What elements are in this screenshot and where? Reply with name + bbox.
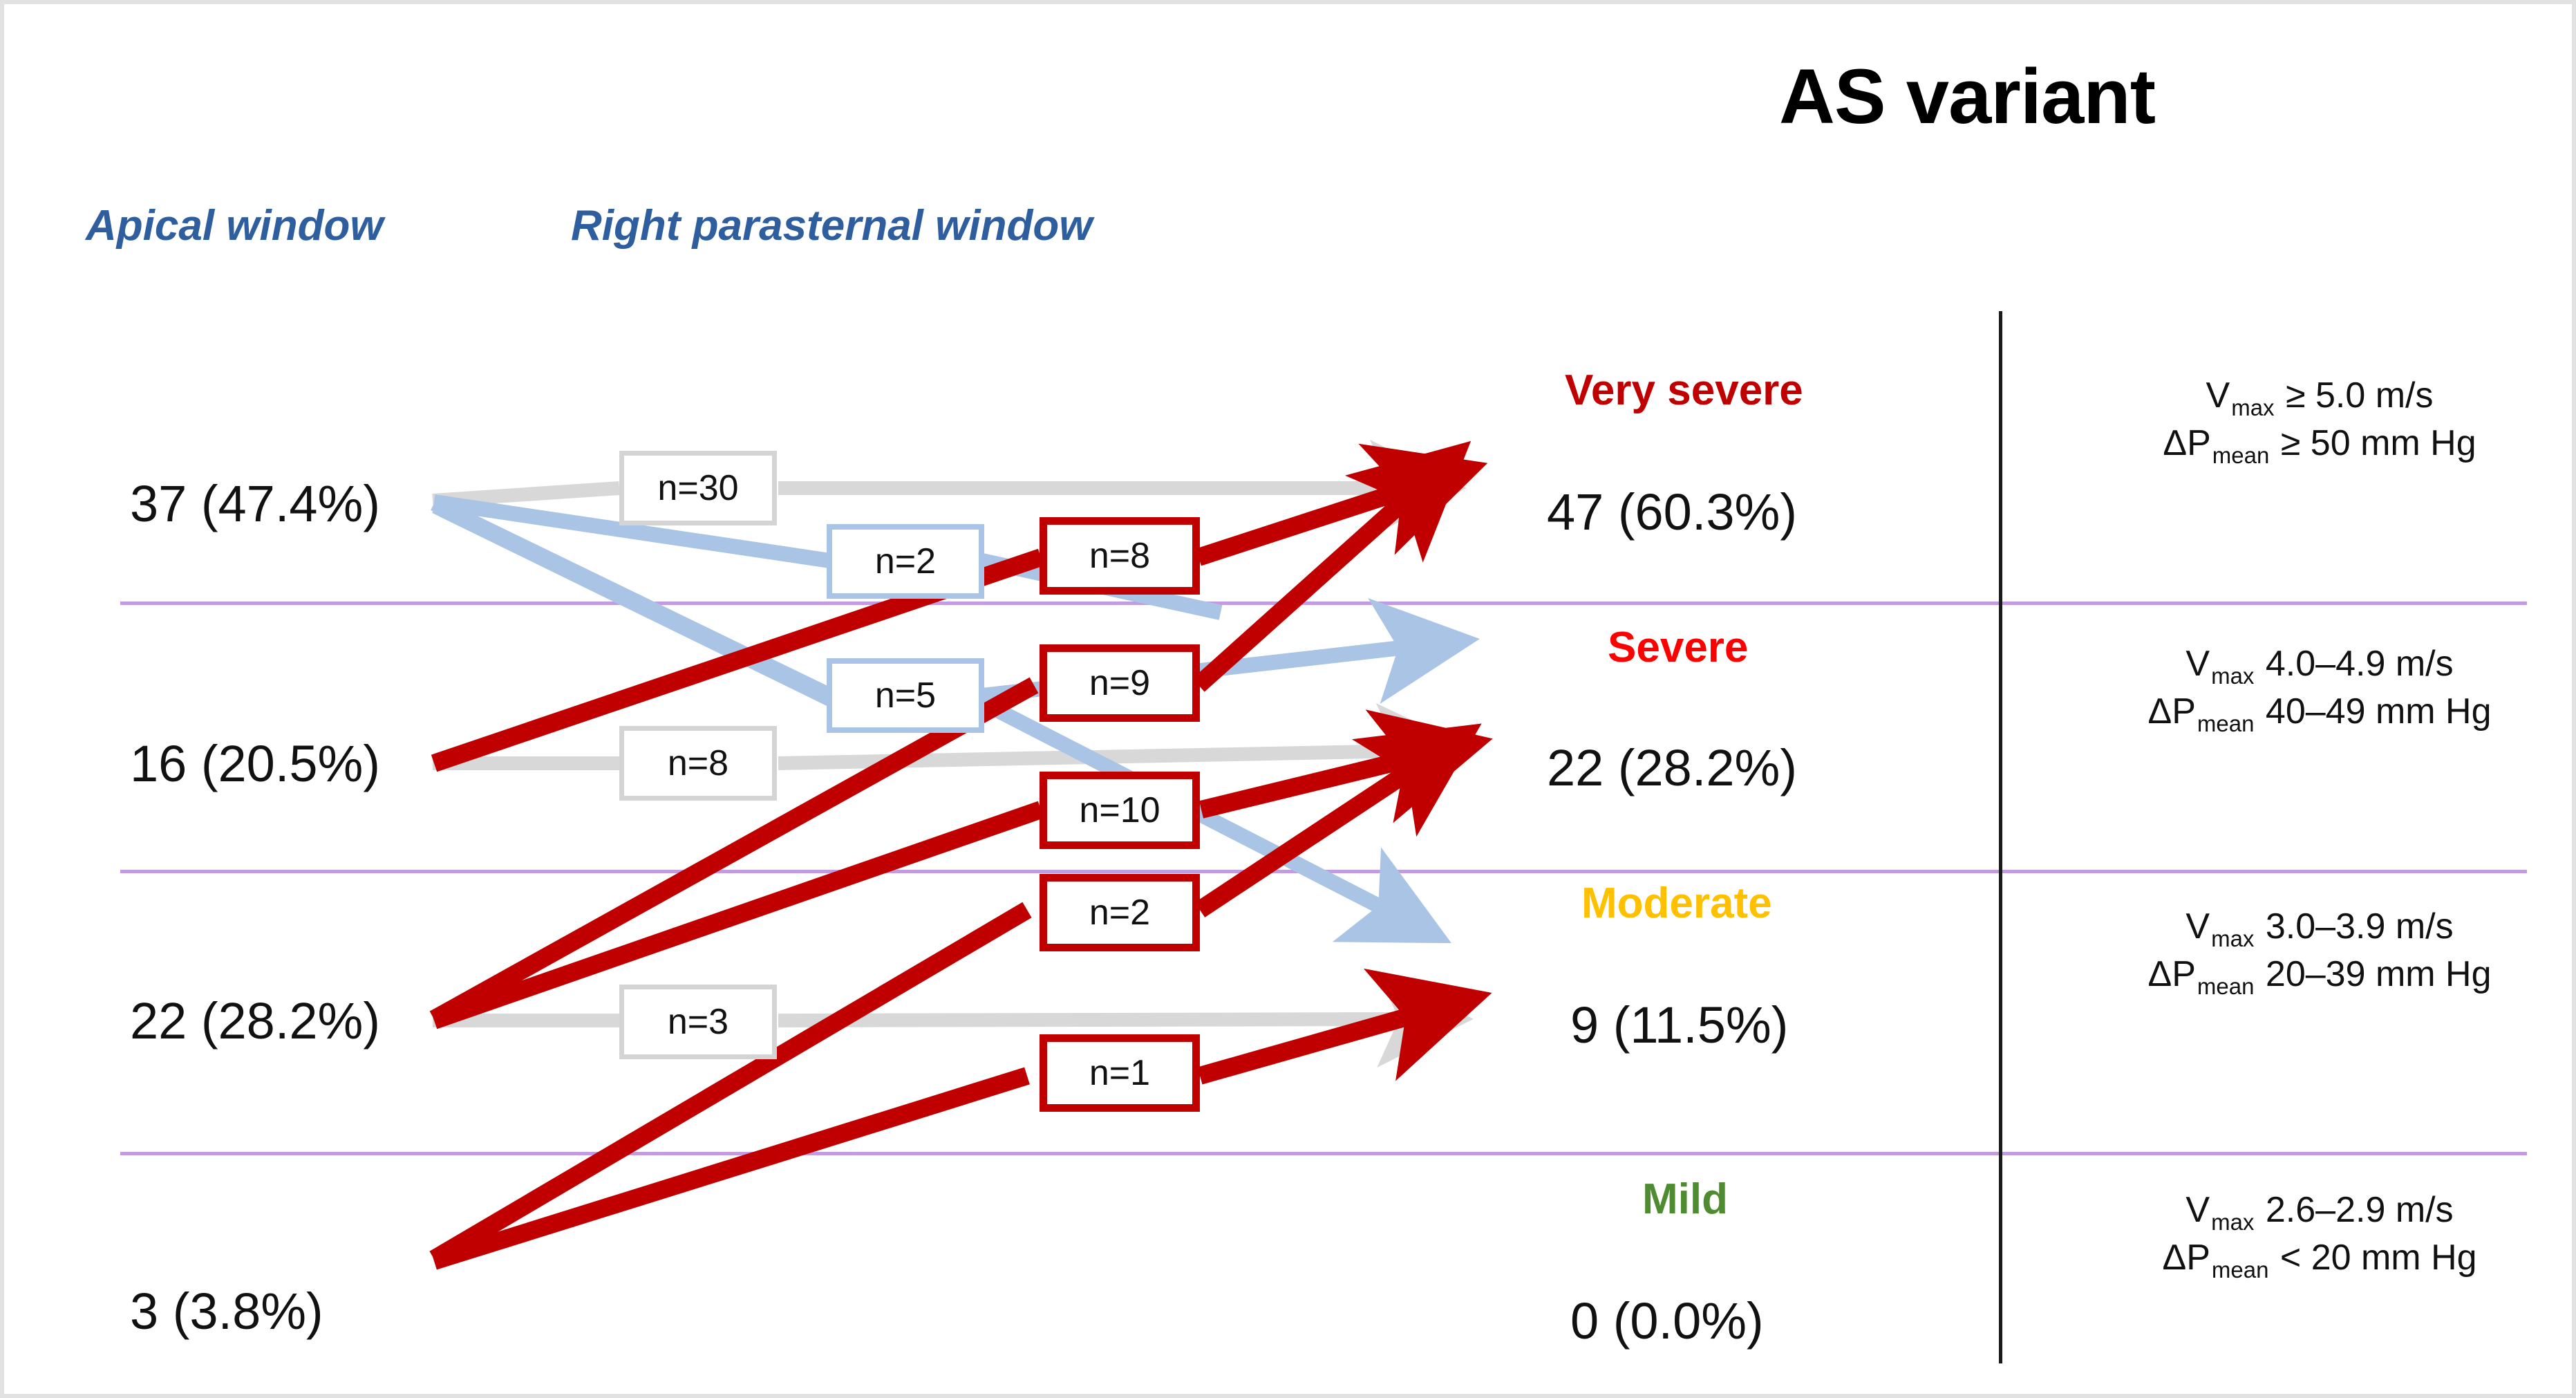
flow-box-n3-gray[interactable]: n=3: [619, 985, 777, 1059]
criteria-dpmean-mild: ΔPmean < 20 mm Hg: [2162, 1237, 2477, 1283]
flow-box-n2-red[interactable]: n=2: [1040, 874, 1200, 951]
column-header-apical-window: Apical window: [86, 202, 384, 250]
apical-count-moderate: 22 (28.2%): [130, 992, 380, 1050]
flow-box-n9-red[interactable]: n=9: [1040, 644, 1200, 722]
criteria-vmax-very-severe: Vmax ≥ 5.0 m/s: [2206, 375, 2434, 420]
column-header-right-parasternal-window: Right parasternal window: [571, 202, 1093, 250]
criteria-column-separator: [1999, 311, 2002, 1363]
apical-count-very-severe: 37 (47.4%): [130, 475, 380, 532]
right-parasternal-count-mild: 0 (0.0%): [1570, 1292, 1764, 1350]
right-parasternal-count-moderate: 9 (11.5%): [1570, 996, 1789, 1054]
apical-count-severe: 16 (20.5%): [130, 735, 380, 792]
criteria-very-severe: Vmax ≥ 5.0 m/s ΔPmean ≥ 50 mm Hg: [2047, 372, 2572, 468]
criteria-moderate: Vmax 3.0–3.9 m/s ΔPmean 20–39 mm Hg: [2047, 903, 2572, 999]
criteria-dpmean-moderate: ΔPmean 20–39 mm Hg: [2147, 953, 2492, 999]
criteria-vmax-moderate: Vmax 3.0–3.9 m/s: [2185, 906, 2454, 951]
apical-count-mild: 3 (3.8%): [130, 1283, 323, 1340]
flow-box-n5-blue[interactable]: n=5: [827, 658, 984, 733]
severity-label-mild: Mild: [1642, 1175, 1728, 1223]
flow-box-n8-red[interactable]: n=8: [1040, 517, 1200, 595]
flow-box-n10-red[interactable]: n=10: [1040, 772, 1200, 849]
criteria-severe: Vmax 4.0–4.9 m/s ΔPmean 40–49 mm Hg: [2047, 640, 2572, 736]
criteria-mild: Vmax 2.6–2.9 m/s ΔPmean < 20 mm Hg: [2047, 1186, 2572, 1283]
severity-label-moderate: Moderate: [1581, 879, 1772, 927]
criteria-vmax-mild: Vmax 2.6–2.9 m/s: [2185, 1190, 2454, 1235]
severity-label-severe: Severe: [1608, 624, 1749, 671]
right-parasternal-count-severe: 22 (28.2%): [1547, 739, 1797, 796]
criteria-dpmean-severe: ΔPmean 40–49 mm Hg: [2147, 691, 2492, 736]
flow-connector-layer: [431, 440, 1480, 1068]
page-title: AS variant: [1779, 53, 2156, 140]
flow-box-n30[interactable]: n=30: [619, 451, 777, 525]
flow-box-n8-gray[interactable]: n=8: [619, 726, 777, 801]
flow-box-n2-blue[interactable]: n=2: [827, 524, 984, 599]
flow-box-n1-red[interactable]: n=1: [1040, 1034, 1200, 1112]
severity-label-very-severe: Very severe: [1565, 366, 1803, 414]
divider-moderate-mild: [120, 1152, 2527, 1155]
criteria-vmax-severe: Vmax 4.0–4.9 m/s: [2185, 644, 2454, 689]
right-parasternal-count-very-severe: 47 (60.3%): [1547, 483, 1797, 541]
criteria-dpmean-very-severe: ΔPmean ≥ 50 mm Hg: [2163, 422, 2476, 468]
